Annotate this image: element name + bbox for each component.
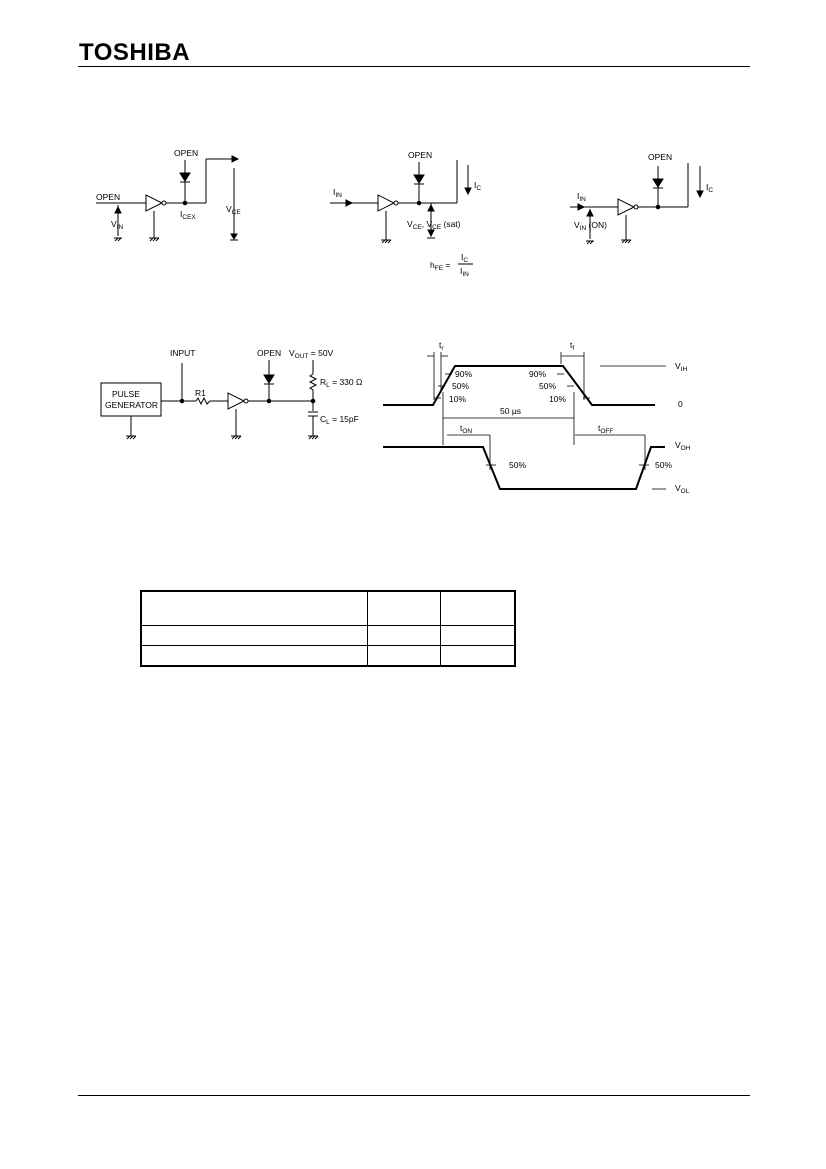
pulse-generator-label-1: PULSE [112, 389, 140, 399]
c3-open-label: OPEN [648, 152, 672, 162]
toshiba-logo: TOSHIBA [79, 39, 191, 66]
c3-iin-label: IIN [577, 191, 586, 203]
fall-10-label: 10% [549, 394, 566, 404]
c1-vce-label: VCE [226, 204, 241, 216]
cl-label: CL = 15pF [320, 414, 359, 426]
toff-label: tOFF [598, 423, 613, 435]
table-header-row [140, 590, 516, 626]
vol-label: VOL [675, 483, 690, 495]
c2-hfe-numerator: IC [461, 252, 468, 264]
zero-label: 0 [678, 399, 683, 409]
table-cell [140, 645, 368, 667]
table-cell [440, 625, 516, 646]
table-cell [367, 590, 441, 626]
fall-50-label: 50% [539, 381, 556, 391]
c2-iin-label: IIN [333, 187, 342, 199]
rise-50-label: 50% [452, 381, 469, 391]
rise-90-label: 90% [455, 369, 472, 379]
vih-label: VIH [675, 361, 687, 373]
c3-vin-label: VIN (ON) [574, 220, 607, 232]
rl-label: RL = 330 Ω [320, 377, 362, 389]
c1-vin-label: VIN [111, 219, 123, 231]
switching-test-circuit [100, 360, 319, 440]
tr-label: tr [439, 340, 444, 352]
c1-icex-label: ICEX [180, 209, 196, 221]
table-cell [440, 590, 516, 626]
period-label: 50 μs [500, 406, 521, 416]
blank-table [140, 590, 516, 667]
header-rule [78, 66, 750, 67]
c1-open-input-label: OPEN [96, 192, 120, 202]
ton-label: tON [460, 423, 472, 435]
c2-vce-label: VCE, VCE (sat) [407, 219, 461, 231]
footer-rule [78, 1095, 750, 1096]
table-cell [367, 625, 441, 646]
input-label: INPUT [170, 348, 196, 358]
toff-50-label: 50% [655, 460, 672, 470]
table-cell [140, 590, 368, 626]
table-cell [440, 645, 516, 667]
pulse-generator-label-2: GENERATOR [105, 400, 158, 410]
table-cell [140, 625, 368, 646]
circuit-vin-on [570, 163, 704, 245]
c1-open-label: OPEN [174, 148, 198, 158]
ton-50-label: 50% [509, 460, 526, 470]
table-cell [367, 645, 441, 667]
fall-90-label: 90% [529, 369, 546, 379]
tf-label: tf [570, 340, 574, 352]
table-row [140, 645, 516, 667]
test-open-label: OPEN [257, 348, 281, 358]
rise-10-label: 10% [449, 394, 466, 404]
table-row [140, 625, 516, 646]
r1-label: R1 [195, 388, 206, 398]
c2-hfe-label: hFE = [430, 260, 450, 272]
c2-ic-label: IC [474, 180, 481, 192]
switching-waveform [383, 352, 666, 490]
c2-open-label: OPEN [408, 150, 432, 160]
vout-label: VOUT = 50V [289, 348, 334, 360]
c3-ic-label: IC [706, 182, 713, 194]
voh-label: VOH [675, 440, 691, 452]
circuit-icex [96, 155, 240, 242]
c2-hfe-denominator: IIN [460, 266, 469, 278]
circuit-hfe [330, 160, 473, 265]
